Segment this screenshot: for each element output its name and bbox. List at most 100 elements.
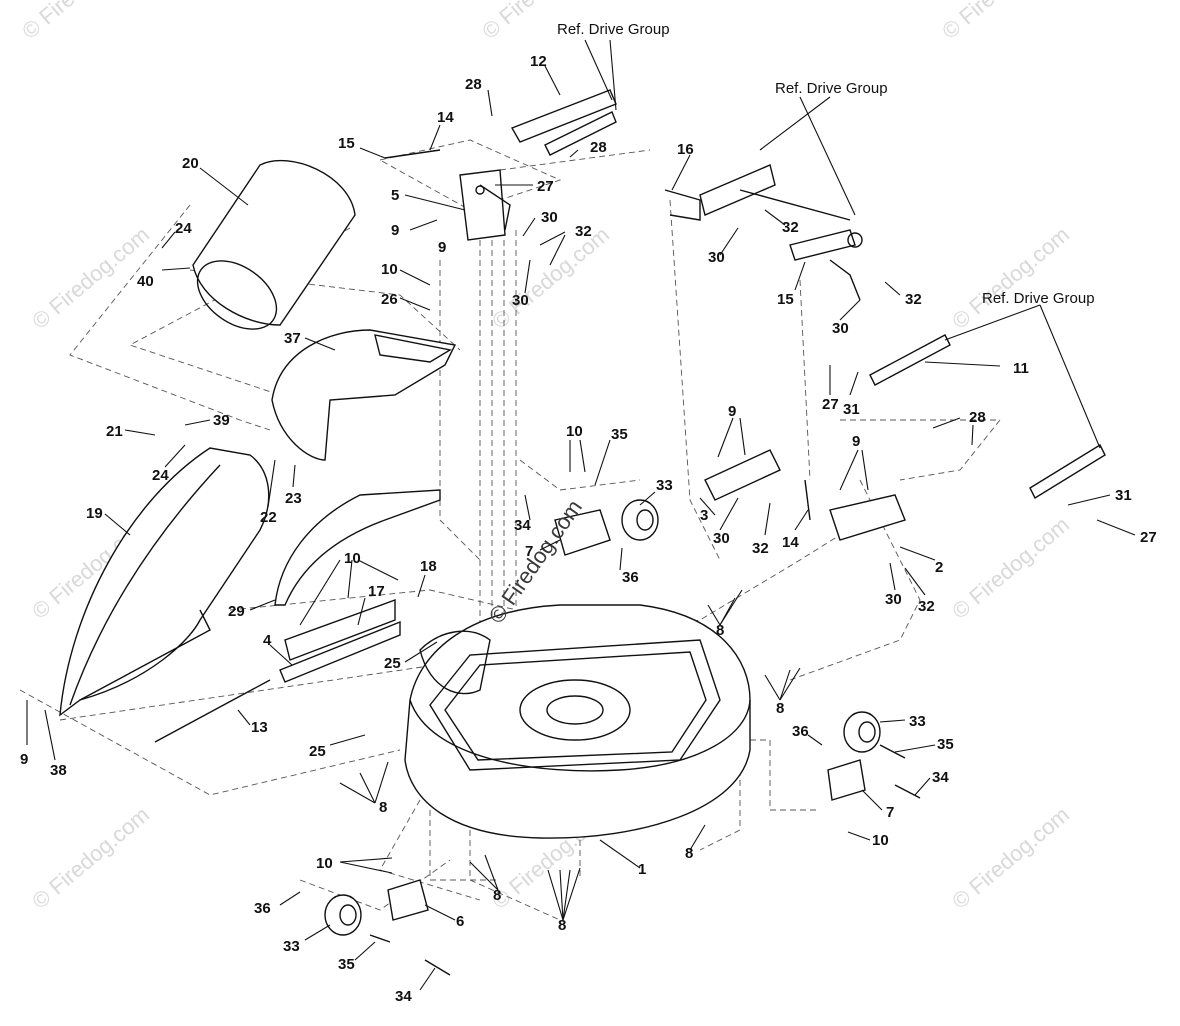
callout-35: 35 [611,426,628,443]
callout-1: 1 [638,861,646,878]
watermark: © Firedog.com [17,0,144,44]
callout-7: 7 [886,804,894,821]
deflector [274,489,441,606]
callout-9: 9 [438,239,446,256]
callout-34: 34 [932,769,949,786]
callout-8: 8 [379,799,387,816]
callout-8: 8 [685,845,693,862]
callout-33: 33 [909,713,926,730]
callout-8: 8 [776,700,784,717]
callout-25: 25 [384,655,401,672]
watermark: © Firedog.com [487,222,614,334]
callout-16: 16 [677,141,694,158]
callout-21: 21 [106,423,123,440]
drive-lever-assembly [664,164,863,301]
callout-29: 29 [228,603,245,620]
watermark: © Firedog.com [947,802,1074,914]
callout-25: 25 [309,743,326,760]
callout-19: 19 [86,505,103,522]
callout-9: 9 [391,222,399,239]
callout-10: 10 [566,423,583,440]
callout-33: 33 [283,938,300,955]
callout-3: 3 [700,507,708,524]
callout-30: 30 [708,249,725,266]
callout-30: 30 [713,530,730,547]
callout-34: 34 [395,988,412,1005]
ref-drive-group-label: Ref. Drive Group [557,21,670,38]
callout-30: 30 [541,209,558,226]
ref-labels: Ref. Drive Group Ref. Drive Group Ref. D… [557,21,1095,307]
callout-36: 36 [792,723,809,740]
callout-9: 9 [728,403,736,420]
mount-bracket [459,169,511,241]
ref-drive-group-label: Ref. Drive Group [775,80,888,97]
callout-28: 28 [465,76,482,93]
callout-38: 38 [50,762,67,779]
mower-deck [404,604,751,839]
chute-tube [192,160,356,330]
callout-31: 31 [1115,487,1132,504]
callout-32: 32 [575,223,592,240]
callout-34: 34 [514,517,531,534]
caster-wheels [324,499,921,976]
callout-14: 14 [437,109,454,126]
callout-10: 10 [316,855,333,872]
callout-12: 12 [530,53,547,70]
discharge-chute [59,447,270,717]
rod [154,679,271,743]
callout-8: 8 [716,622,724,639]
callout-9: 9 [852,433,860,450]
callout-5: 5 [391,187,399,204]
callout-28: 28 [590,139,607,156]
callout-15: 15 [777,291,794,308]
watermark: © Firedog.com [27,802,154,914]
callout-27: 27 [1140,529,1157,546]
callout-22: 22 [260,509,277,526]
callout-30: 30 [832,320,849,337]
callout-27: 27 [822,396,839,413]
watermark: © Firedog.com [937,0,1064,44]
callout-15: 15 [338,135,355,152]
callout-6: 6 [456,913,464,930]
callout-32: 32 [752,540,769,557]
callout-27: 27 [537,178,554,195]
callout-36: 36 [622,569,639,586]
callout-35: 35 [338,956,355,973]
callout-24: 24 [152,467,169,484]
ref-drive-group-label: Ref. Drive Group [982,290,1095,307]
callout-8: 8 [493,887,501,904]
callout-39: 39 [213,412,230,429]
callout-11: 11 [1013,360,1029,377]
callout-36: 36 [254,900,271,917]
callout-17: 17 [368,583,385,600]
callout-4: 4 [263,632,272,649]
links [869,334,1106,499]
callout-40: 40 [137,273,154,290]
drive-link [510,89,617,156]
callout-24: 24 [175,220,192,237]
callout-14: 14 [782,534,799,551]
watermark: © Firedog.com [947,222,1074,334]
callouts: 12 28 28 14 15 27 5 9 30 32 30 9 16 32 3… [20,53,1157,1005]
hinge-bracket [279,599,401,683]
callout-10: 10 [381,261,398,278]
callout-10: 10 [344,550,361,567]
callout-7: 7 [525,543,533,560]
callout-2: 2 [935,559,943,576]
pin [384,149,441,159]
callout-35: 35 [937,736,954,753]
leader-lines [26,39,1136,991]
callout-32: 32 [905,291,922,308]
callout-32: 32 [918,598,935,615]
callout-20: 20 [182,155,199,172]
callout-28: 28 [969,409,986,426]
callout-8: 8 [558,917,566,934]
callout-33: 33 [656,477,673,494]
callout-18: 18 [420,558,437,575]
callout-23: 23 [285,490,302,507]
callout-10: 10 [872,832,889,849]
watermark: © Firedog.com [27,222,154,334]
callout-37: 37 [284,330,301,347]
callout-26: 26 [381,291,398,308]
